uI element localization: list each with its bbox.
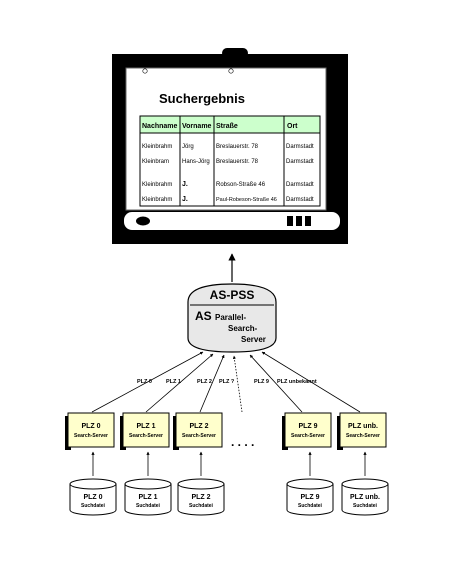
search-file: PLZ 2 Suchdatei — [177, 478, 225, 516]
resize-handle-icon — [142, 68, 148, 74]
table-row: Kleinbram Hans-Jörg Breslauerstr. 78 Dar… — [142, 159, 314, 165]
server-name: PLZ 1 — [136, 423, 155, 430]
connection-line — [249, 354, 303, 413]
database-icon — [124, 478, 172, 490]
search-server: PLZ 2 Search-Server — [173, 412, 223, 450]
server-name: PLZ 2 — [189, 423, 208, 430]
search-file: PLZ 1 Suchdatei — [124, 478, 172, 516]
connection-line — [199, 354, 225, 413]
search-server: PLZ unb. Search-Server — [337, 412, 387, 450]
search-file: PLZ 9 Suchdatei — [286, 478, 334, 516]
database-icon — [177, 478, 225, 490]
table-cell: Hans-Jörg — [182, 159, 210, 165]
server-name: PLZ unb. — [348, 423, 378, 430]
server-sub: Search-Server — [291, 433, 325, 439]
file-sub: Suchdatei — [353, 503, 378, 509]
control-button-icon[interactable] — [305, 216, 311, 226]
server-name: PLZ 9 — [298, 423, 317, 430]
file-sub: Suchdatei — [298, 503, 323, 509]
database-icon — [341, 478, 389, 490]
control-button-icon[interactable] — [287, 216, 293, 226]
file-name: PLZ 2 — [191, 494, 210, 501]
hub-title: AS-PSS — [210, 288, 255, 302]
connection-line-dashed — [232, 355, 243, 413]
server-sub: Search-Server — [74, 433, 108, 439]
file-name: PLZ 0 — [83, 494, 102, 501]
control-button-icon[interactable] — [296, 216, 302, 226]
connection-label: PLZ unbekannt — [277, 379, 317, 385]
hub-prefix: AS — [195, 309, 212, 323]
hub-line-2: Search- — [228, 324, 258, 333]
hub-line-1: Parallel- — [215, 313, 246, 322]
database-icon — [69, 478, 117, 490]
monitor: Suchergebnis Nachname Vorname Straße Ort… — [112, 48, 348, 244]
hub-as-pss: AS-PSS AS Parallel- Search- Server — [187, 283, 277, 353]
table-header-cell: Ort — [287, 123, 298, 130]
file-sub: Suchdatei — [189, 503, 214, 509]
connection-line — [145, 353, 214, 413]
connection-label: PLZ 9 — [254, 379, 269, 385]
table-header-row — [140, 116, 320, 133]
file-sub: Suchdatei — [81, 503, 106, 509]
table-cell: Darmstadt — [286, 182, 314, 188]
table-cell: Darmstadt — [286, 197, 314, 203]
table-cell: Paul-Robeson-Straße 46 — [216, 197, 277, 203]
connection-label: PLZ 0 — [137, 379, 152, 385]
ellipsis: . . . . — [231, 435, 254, 449]
search-server: PLZ 9 Search-Server — [282, 412, 332, 450]
table-row: Kleinbrahm Jörg Breslauerstr. 78 Darmsta… — [142, 144, 314, 150]
file-arrows — [91, 451, 367, 476]
file-sub: Suchdatei — [136, 503, 161, 509]
table-cell: Breslauerstr. 78 — [216, 144, 259, 150]
table-row: Kleinbrahm J. Paul-Robeson-Straße 46 Dar… — [142, 196, 314, 203]
result-table: Nachname Vorname Straße Ort Kleinbrahm J… — [139, 115, 321, 207]
server-sub: Search-Server — [182, 433, 216, 439]
hub-line-3: Server — [241, 335, 266, 344]
connection-label: PLZ 1 — [166, 379, 181, 385]
search-server: PLZ 0 Search-Server — [65, 412, 115, 450]
search-files: PLZ 0 Suchdatei PLZ 1 Suchdatei PLZ 2 Su… — [69, 478, 389, 516]
database-icon — [286, 478, 334, 490]
table-cell: J. — [182, 181, 188, 188]
search-file: PLZ unb. Suchdatei — [341, 478, 389, 516]
screen-title: Suchergebnis — [159, 91, 245, 106]
connection-label: PLZ ? — [219, 379, 235, 385]
server-sub: Search-Server — [346, 433, 380, 439]
table-cell: Breslauerstr. 78 — [216, 159, 259, 165]
monitor-screen — [125, 67, 327, 211]
file-name: PLZ 9 — [300, 494, 319, 501]
table-cell: Robson-Straße 46 — [216, 182, 266, 188]
connection-line — [261, 351, 361, 413]
table-cell: Darmstadt — [286, 159, 314, 165]
connections: PLZ 0 PLZ 1 PLZ 2 PLZ ? PLZ 9 PLZ unbeka… — [91, 351, 361, 413]
resize-handle-icon — [228, 68, 234, 74]
table-header-cell: Straße — [216, 123, 238, 130]
connection-line — [91, 351, 204, 413]
server-name: PLZ 0 — [81, 423, 100, 430]
table-cell: Kleinbrahm — [142, 197, 172, 203]
table-header-cell: Nachname — [142, 123, 178, 130]
server-sub: Search-Server — [129, 433, 163, 439]
table-cell: Darmstadt — [286, 144, 314, 150]
table-cell: Kleinbrahm — [142, 182, 172, 188]
table-cell: J. — [182, 196, 188, 203]
file-name: PLZ 1 — [138, 494, 157, 501]
file-name: PLZ unb. — [350, 494, 380, 501]
search-servers: PLZ 0 Search-Server PLZ 1 Search-Server … — [65, 412, 387, 450]
search-server: PLZ 1 Search-Server — [120, 412, 170, 450]
hub-shape — [187, 283, 277, 353]
table-cell: Kleinbram — [142, 159, 169, 165]
power-button-icon[interactable] — [136, 216, 150, 226]
search-file: PLZ 0 Suchdatei — [69, 478, 117, 516]
table-row: Kleinbrahm J. Robson-Straße 46 Darmstadt — [142, 181, 314, 188]
table-cell: Kleinbrahm — [142, 144, 172, 150]
table-cell: Jörg — [182, 144, 194, 150]
monitor-control-bar — [124, 212, 340, 230]
table-header-cell: Vorname — [182, 123, 212, 130]
connection-label: PLZ 2 — [197, 379, 212, 385]
